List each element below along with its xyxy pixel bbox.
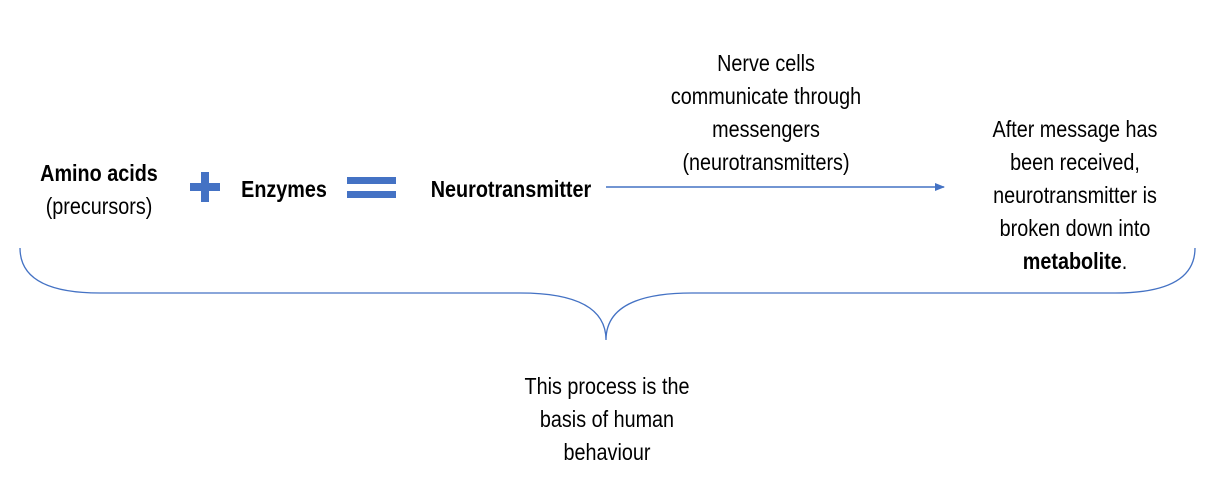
metabolite-term: metabolite [1022, 248, 1122, 274]
outcome-line1: After message has [992, 116, 1158, 142]
arrow-caption-line4: (neurotransmitters) [682, 149, 850, 175]
conclusion-line3: behaviour [563, 439, 651, 465]
conclusion-text: This process is the basis of human behav… [504, 370, 710, 469]
arrow-caption-line1: Nerve cells [717, 50, 815, 76]
arrow-caption-line3: messengers [712, 116, 820, 142]
curly-brace [19, 247, 1196, 341]
conclusion-line1: This process is the [524, 373, 690, 399]
enzymes-label: Enzymes [241, 176, 327, 202]
precursor-label: Amino acids (precursors) [26, 157, 172, 223]
precursor-subtitle: (precursors) [45, 193, 153, 219]
outcome-line4: broken down into [999, 215, 1151, 241]
outcome-line5: metabolite. [976, 245, 1174, 278]
outcome-line5-suffix: . [1121, 248, 1128, 274]
equals-icon [347, 177, 396, 198]
conclusion-line2: basis of human [539, 406, 675, 432]
plus-icon [190, 172, 220, 202]
precursor-title: Amino acids [40, 160, 158, 186]
arrow-caption-line2: communicate through [670, 83, 862, 109]
outcome-text: After message has been received, neurotr… [976, 113, 1174, 278]
neurotransmitter-label: Neurotransmitter [430, 176, 592, 202]
outcome-line2: been received, [1010, 149, 1140, 175]
outcome-line3: neurotransmitter is [993, 182, 1157, 208]
arrow-caption: Nerve cells communicate through messenge… [663, 47, 869, 179]
